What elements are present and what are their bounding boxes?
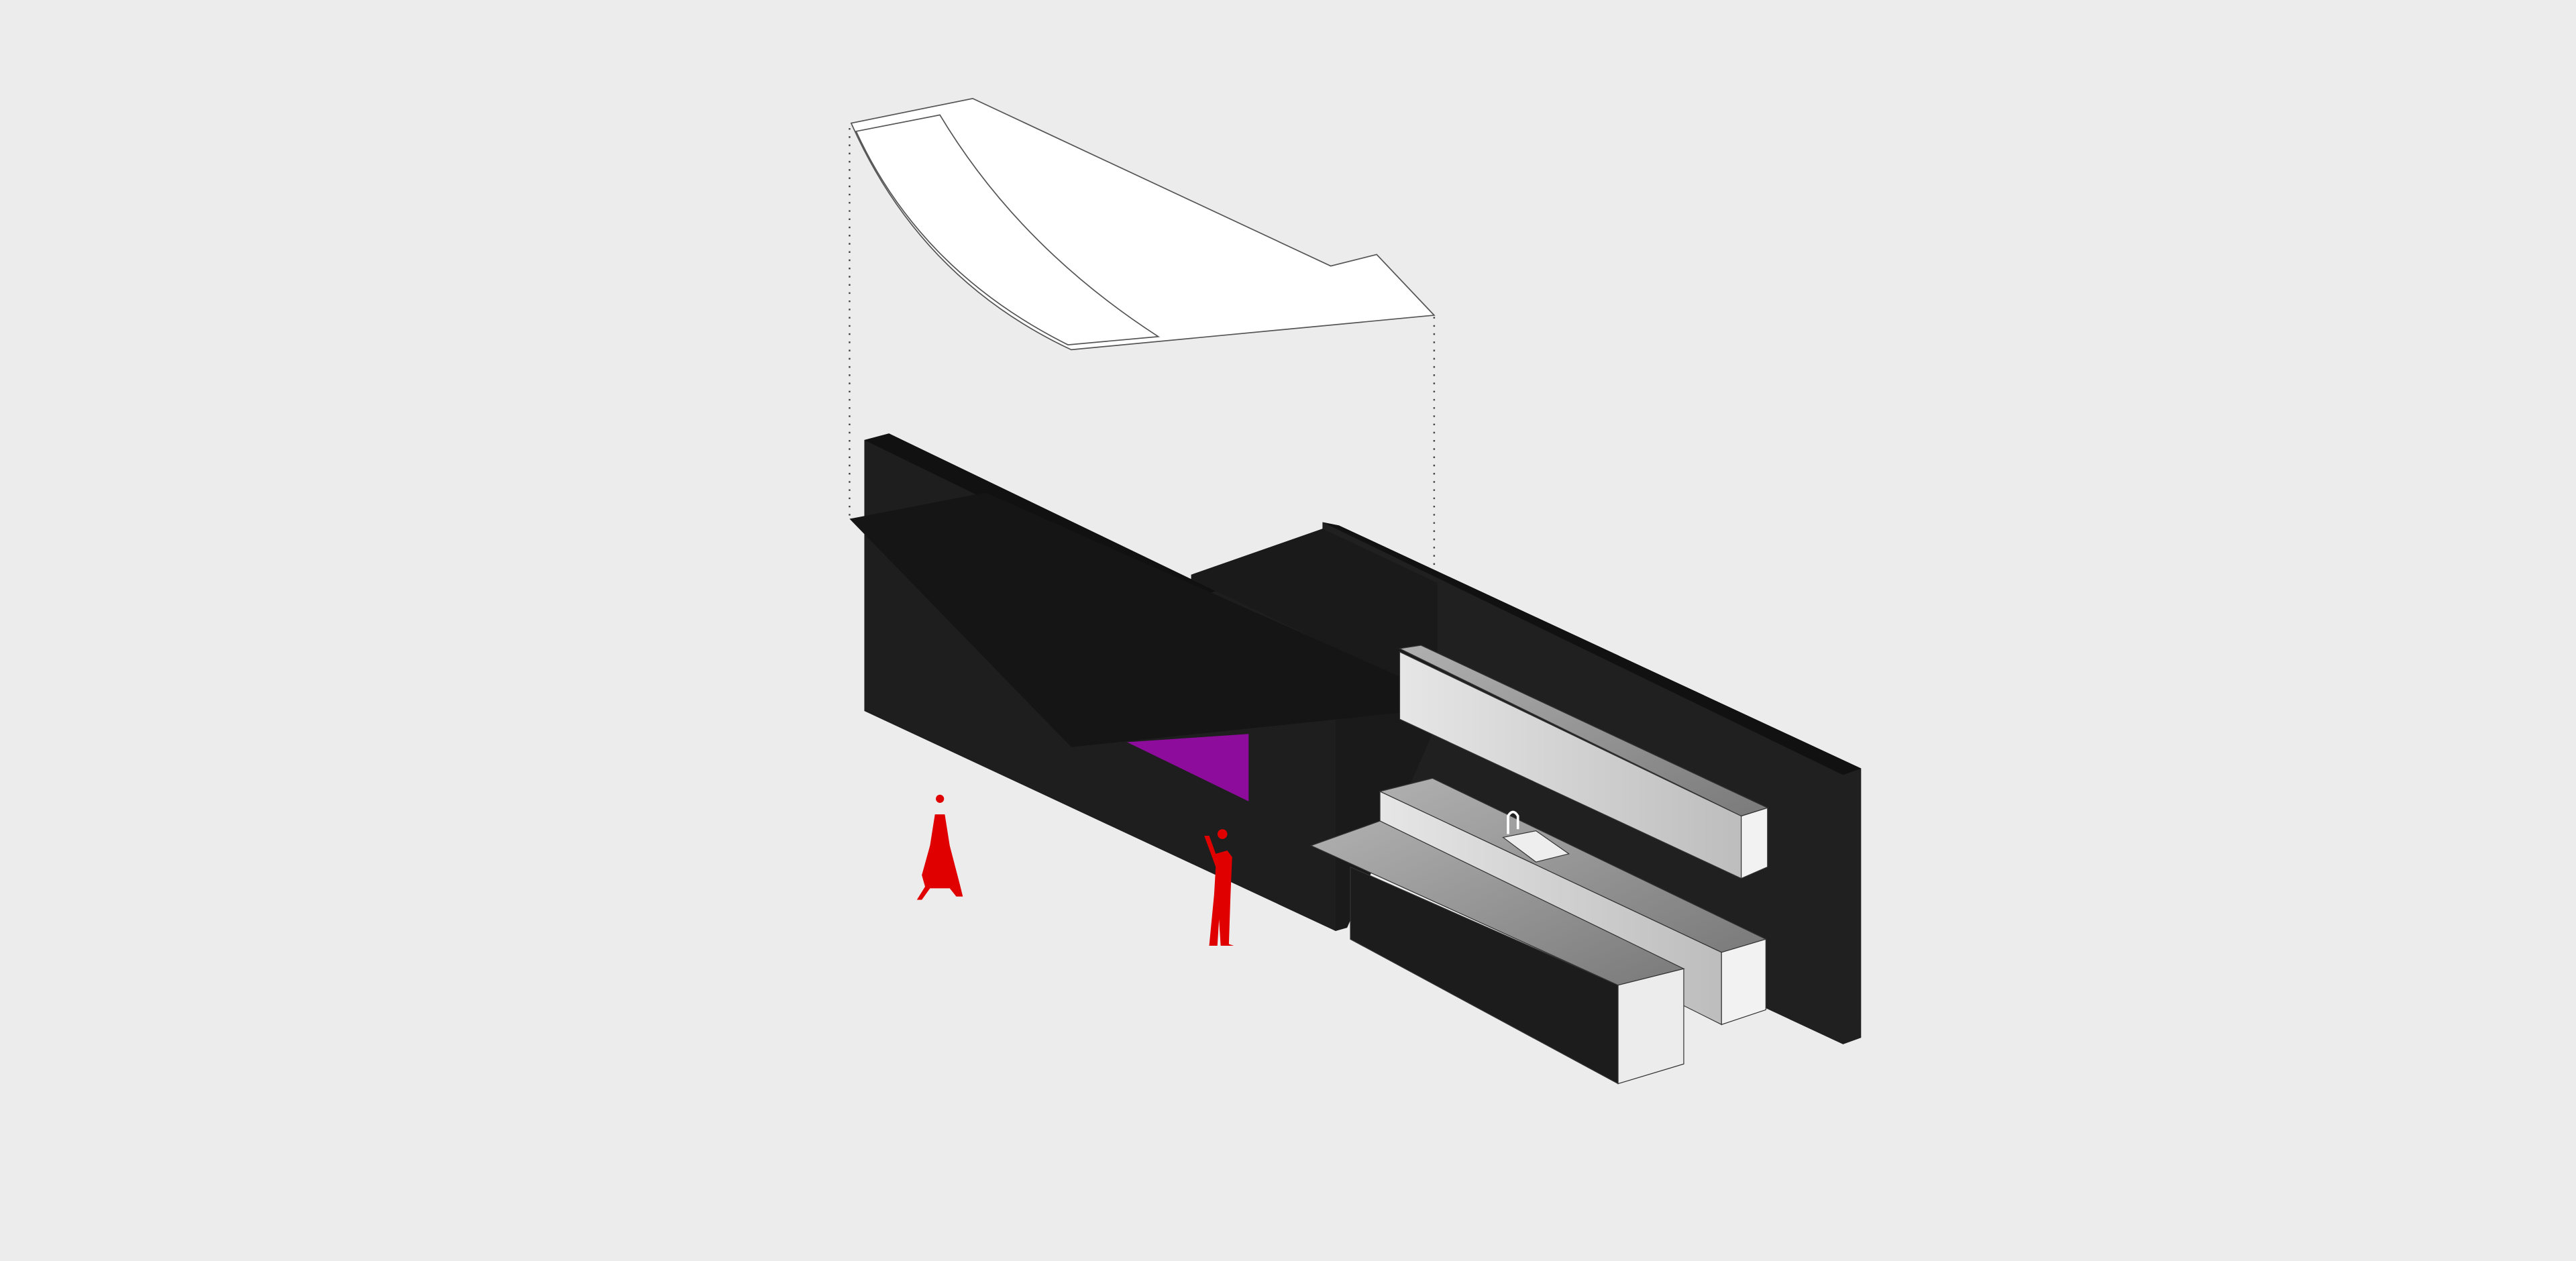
purple-opening bbox=[1127, 734, 1249, 802]
figure-waving bbox=[1204, 829, 1234, 946]
exploded-roof-canopy bbox=[850, 97, 1436, 351]
kitchen-island bbox=[1309, 820, 1685, 1085]
faucet bbox=[1507, 810, 1519, 834]
right-wall-top bbox=[1322, 522, 1862, 775]
sink bbox=[1502, 830, 1570, 863]
human-figures bbox=[916, 794, 1234, 946]
roof-slab bbox=[849, 492, 1433, 747]
upper-cabinets bbox=[1398, 645, 1769, 879]
figure-walking bbox=[916, 794, 963, 900]
